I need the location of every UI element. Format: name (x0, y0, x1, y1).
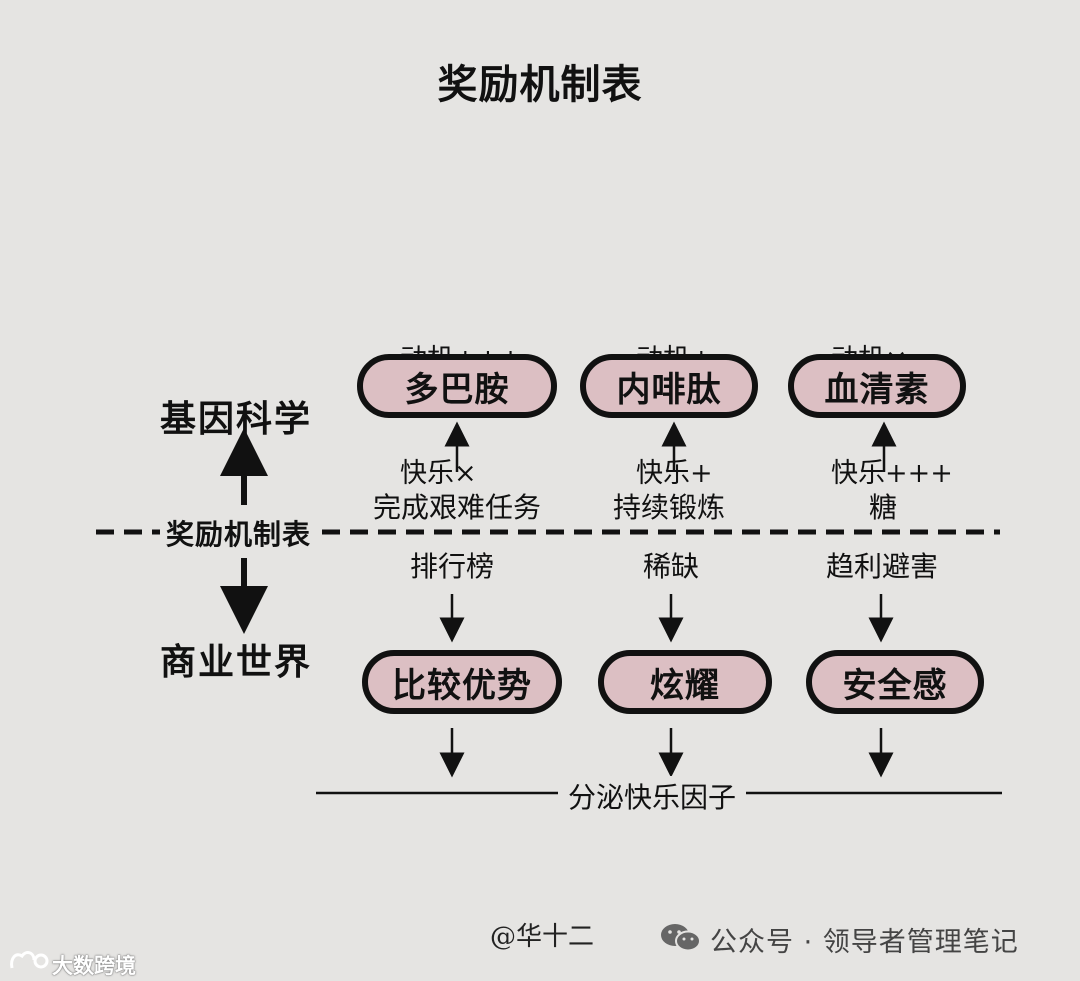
serotonin-box: 血清素 (788, 354, 966, 418)
gene-cause-1: 完成艰难任务 (372, 491, 541, 524)
comparative-advantage-box: 比较优势 (362, 650, 562, 714)
watermark-text: 大数跨境 (52, 954, 136, 978)
release-happiness-label: 分泌快乐因子 (558, 776, 747, 816)
security-box: 安全感 (806, 650, 984, 714)
show-off-box: 炫耀 (598, 650, 772, 714)
business-world-label: 商业世界 (160, 641, 313, 683)
happiness-stat: 快乐+++ (831, 458, 953, 489)
dopamine-box: 多巴胺 (357, 354, 557, 418)
happiness-stat: 快乐× (400, 458, 477, 489)
wechat-icon (660, 922, 702, 952)
biz-cause-2: 稀缺 (642, 550, 699, 583)
happiness-stat: 快乐+ (636, 458, 713, 489)
biz-cause-3: 趋利避害 (825, 550, 938, 583)
wechat-account-label: 公众号 · 领导者管理笔记 (710, 927, 1019, 958)
gene-cause-2: 持续锻炼 (612, 491, 725, 524)
watermark-logo-icon (8, 948, 52, 974)
page-title: 奖励机制表 (437, 61, 643, 108)
gene-cause-3: 糖 (868, 491, 897, 524)
author-credit: @华十二 (490, 922, 595, 952)
biz-cause-1: 排行榜 (409, 550, 494, 583)
gene-science-label: 基因科学 (160, 398, 313, 440)
endorphin-box: 内啡肽 (580, 354, 758, 418)
divider-label: 奖励机制表 (160, 513, 318, 553)
